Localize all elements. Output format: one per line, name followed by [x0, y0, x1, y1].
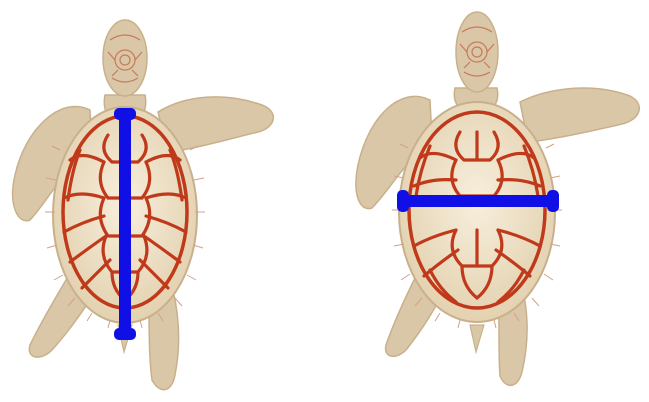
turtle-right: [356, 12, 639, 385]
turtle-left: [13, 20, 274, 390]
head: [103, 20, 147, 96]
tail: [470, 325, 484, 352]
front-right-flipper: [520, 88, 639, 142]
head: [456, 12, 498, 92]
